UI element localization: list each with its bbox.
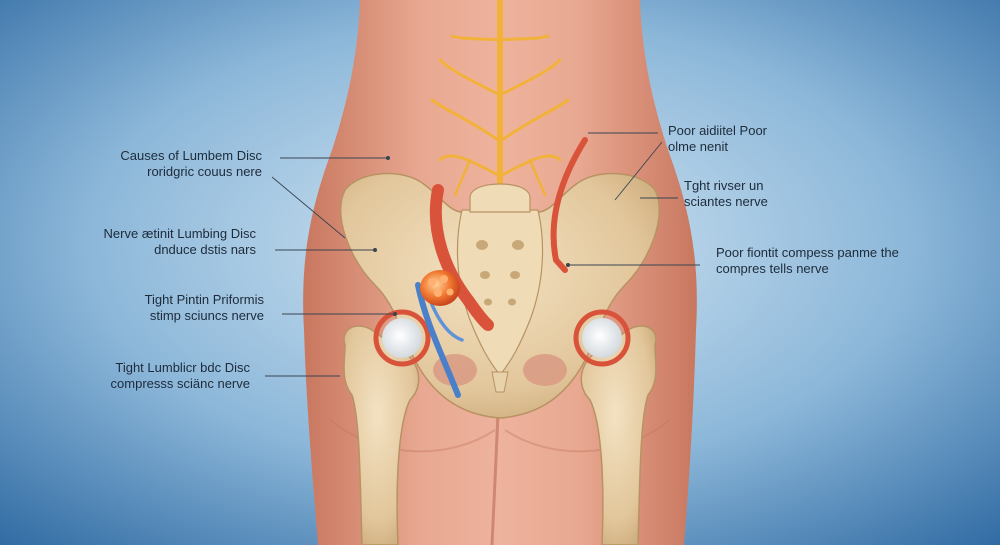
buttock-right-shade bbox=[504, 419, 671, 453]
right-hip-joint bbox=[573, 309, 631, 367]
label-right-1-line2: olme nenit bbox=[668, 139, 728, 154]
leader-lines bbox=[265, 132, 700, 377]
label-left-3: Tight Pintin Priformis stimp sciuncs ner… bbox=[145, 292, 264, 324]
blue-vein bbox=[415, 282, 461, 398]
label-right-2-line1: Tght rivser un bbox=[684, 178, 764, 193]
label-left-4-line1: Tight Lumblicr bdc Disc bbox=[115, 360, 250, 375]
label-left-1-line2: roridgric couus nere bbox=[147, 164, 262, 179]
lumbar-vertebra bbox=[469, 183, 531, 213]
spinal-nerve-tree bbox=[430, 0, 570, 223]
label-right-3: Poor fiontit compess panme the compres t… bbox=[716, 245, 899, 277]
label-right-2-line2: sciantes nerve bbox=[684, 194, 768, 209]
red-artery-left bbox=[429, 184, 494, 331]
label-left-2-line2: dnduce dstis nars bbox=[154, 242, 256, 257]
coccyx bbox=[491, 371, 509, 393]
red-artery-right bbox=[550, 137, 588, 273]
label-right-3-line2: compres tells nerve bbox=[716, 261, 829, 276]
label-right-3-line1: Poor fiontit compess panme the bbox=[716, 245, 899, 260]
label-left-1: Causes of Lumbem Disc roridgric couus ne… bbox=[120, 148, 262, 180]
label-right-2: Tght rivser un sciantes nerve bbox=[684, 178, 768, 210]
label-left-4: Tight Lumblicr bdc Disc compresss sciänc… bbox=[111, 360, 250, 392]
label-left-4-line2: compresss sciänc nerve bbox=[110, 376, 250, 391]
label-right-1: Poor aidiitel Poor olme nenit bbox=[668, 123, 767, 155]
label-left-1-line1: Causes of Lumbem Disc bbox=[120, 148, 262, 163]
label-right-1-line1: Poor aidiitel Poor bbox=[668, 123, 767, 138]
label-left-2: Nerve ætinit Lumbing Disc dnduce dstis n… bbox=[104, 226, 256, 258]
label-left-3-line1: Tight Pintin Priformis bbox=[144, 292, 264, 307]
buttock-left-shade bbox=[329, 419, 496, 453]
sacral-foramina bbox=[476, 240, 524, 306]
label-left-2-line1: Nerve ætinit Lumbing Disc bbox=[103, 226, 256, 241]
right-obturator bbox=[523, 354, 567, 386]
blue-vein-branch bbox=[428, 298, 464, 342]
inflamed-disc bbox=[420, 270, 460, 306]
left-hip-joint bbox=[373, 309, 431, 367]
label-left-3-line2: stimp sciuncs nerve bbox=[149, 308, 264, 323]
